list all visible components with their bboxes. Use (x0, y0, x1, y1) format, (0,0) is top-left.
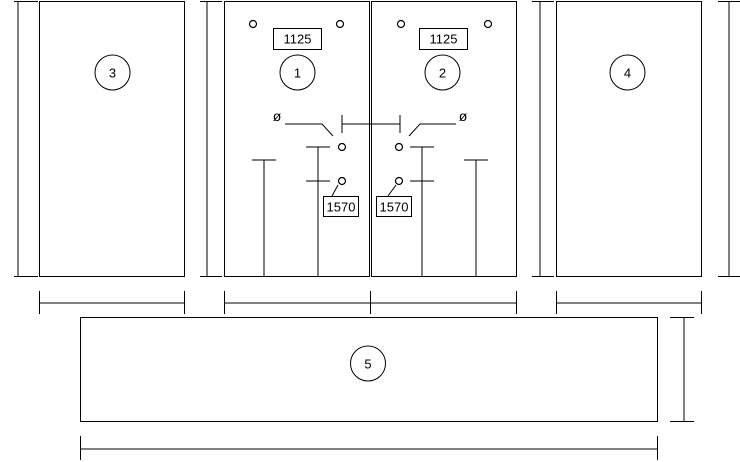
height-dimension-lines (14, 1, 740, 422)
hinge-dimension-label: 1125 (430, 32, 458, 47)
width-dimension-lines (39, 291, 702, 460)
handle-hole-icon (394, 176, 404, 186)
handle-hole-icon (337, 176, 347, 186)
handle-dimension-box (323, 196, 359, 217)
diameter-symbol: ø (459, 108, 468, 124)
panel-5-label: 5 (364, 357, 371, 372)
center-gap-dimension (341, 115, 401, 133)
panel-3-label: 3 (109, 66, 116, 81)
panel-1-label-circle (279, 54, 316, 91)
handle-dimension-box (376, 196, 412, 217)
diameter-symbol: ø (273, 108, 282, 124)
handle-hole-icon (337, 142, 347, 152)
panel-2-label: 2 (439, 66, 446, 81)
panel-5: 5 (80, 317, 658, 422)
panel-3-label-circle (94, 54, 131, 91)
panel-3: 3 (39, 1, 185, 277)
panel-5-label-circle (350, 345, 386, 382)
hinge-dimension-box (273, 28, 322, 50)
panel-1-label: 1 (294, 66, 301, 81)
panel-2-label-circle (424, 54, 461, 91)
handle-hole-icon (394, 142, 404, 152)
panel-2-details: 1125 ø 1570 (376, 19, 493, 277)
hinge-hole-icon (248, 19, 258, 29)
hinge-dimension-box (419, 28, 468, 50)
panel-4-label: 4 (624, 66, 631, 81)
hinge-hole-icon (483, 19, 493, 29)
hinge-hole-icon (335, 19, 345, 29)
panel-4-label-circle (609, 54, 646, 91)
hinge-hole-icon (396, 19, 406, 29)
panel-1-details: 1125 ø 1570 (248, 19, 359, 277)
handle-dimension-label: 1570 (380, 200, 409, 215)
handle-dimension-label: 1570 (327, 200, 356, 215)
panel-4: 4 (556, 1, 702, 277)
hinge-dimension-label: 1125 (284, 32, 312, 47)
